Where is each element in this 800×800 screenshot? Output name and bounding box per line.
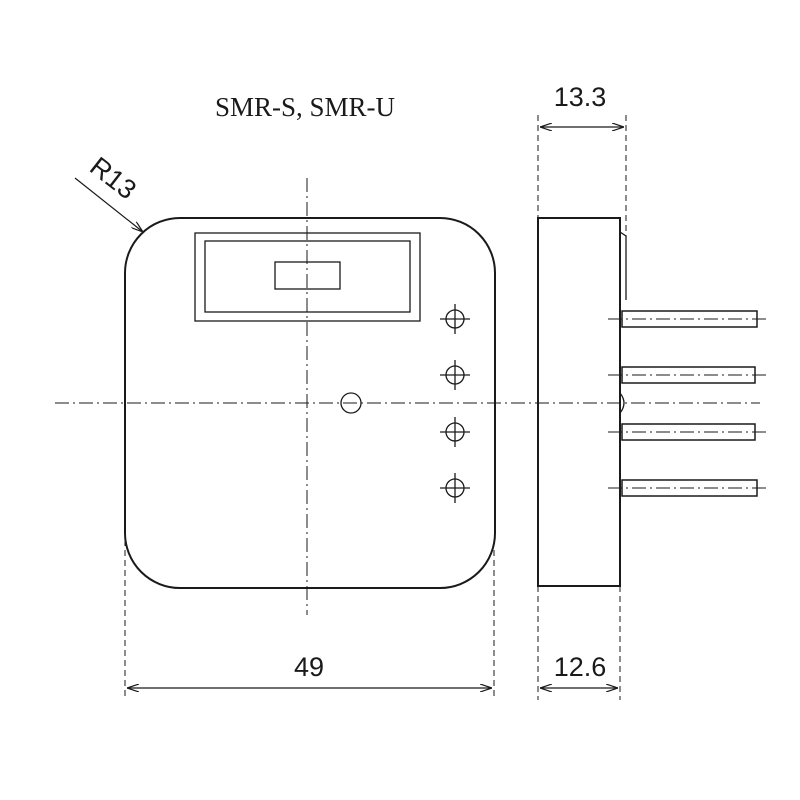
depth-total-dimension: 13.3: [537, 82, 627, 236]
drawing-title: SMR-S, SMR-U: [215, 92, 395, 122]
depth-body-label: 12.6: [554, 652, 607, 682]
radius-leader: [74, 177, 143, 232]
side-view: [537, 217, 768, 587]
depth-total-label: 13.3: [554, 82, 607, 112]
side-body: [537, 217, 621, 587]
width-dimension: 49: [124, 540, 495, 700]
radius-label: R13: [84, 151, 142, 205]
width-label: 49: [294, 652, 324, 682]
pin-holes: [440, 304, 470, 503]
side-pins: [608, 310, 768, 497]
front-view: [124, 178, 496, 615]
depth-body-dimension: 12.6: [537, 586, 621, 700]
radius-callout: R13: [74, 151, 143, 232]
